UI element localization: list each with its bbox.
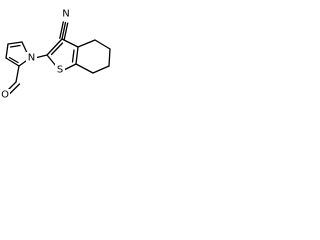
bond-cho-o-inner (9, 83, 21, 95)
bond-c7a-c3a-inner (71, 49, 75, 63)
aldehyde-o-label: O (1, 90, 9, 101)
thiophene-s-label: S (57, 65, 63, 76)
pyrrole-n-label: N (28, 53, 35, 64)
pyrrole-ring (5, 41, 29, 67)
atom-pyrrole-n: N (26, 52, 37, 64)
bond-c6-c7 (92, 65, 110, 74)
nitrile-group (59, 21, 69, 41)
bond-c3p-c2p-inner (8, 56, 19, 64)
nitrile-bond-3 (59, 21, 64, 40)
bond-c4p-c3p (5, 43, 9, 59)
bond-c5-c6 (108, 48, 111, 67)
bond-c5p-c4p-inner (9, 44, 21, 48)
atom-nitrile-n: N (60, 8, 72, 20)
bond-c7a-s (63, 63, 77, 71)
bond-c2p-cho (15, 65, 20, 83)
nitrile-bond-2 (63, 22, 69, 41)
bond-c3a-c7a (75, 46, 79, 65)
thiophene-ring (46, 38, 79, 71)
bond-c5p-c4p (7, 41, 23, 45)
bond-c3-c3a (61, 38, 79, 48)
atom-thiophene-s: S (55, 64, 65, 76)
bond-c2-c3-inner (50, 42, 64, 56)
nitrile-bond-1 (61, 21, 67, 40)
molecular-structure: N S N O (0, 8, 111, 101)
bond-s-c2 (46, 54, 57, 67)
bond-c7-c7a (75, 63, 94, 74)
bond-c3a-c4 (77, 39, 96, 48)
nitrile-n-label: N (62, 9, 69, 20)
bond-c2-c3 (46, 38, 63, 56)
bond-c2p-n1 (18, 60, 27, 67)
atom-aldehyde-o: O (0, 89, 10, 101)
cyclohexane-ring (75, 39, 111, 74)
bond-c3p-c2p (5, 57, 20, 67)
bond-c4-c5 (94, 39, 111, 50)
